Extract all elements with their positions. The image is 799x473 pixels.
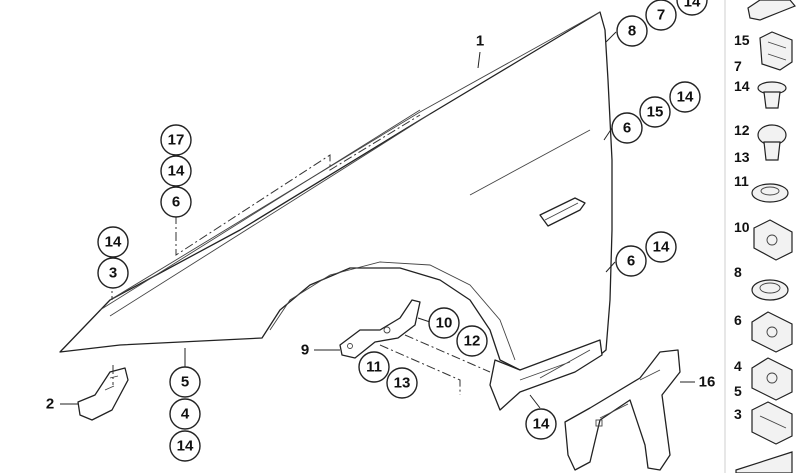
side-item-expanding-rivet[interactable]: [757, 124, 787, 161]
callout-14[interactable]: 14: [160, 155, 192, 187]
svg-text:6: 6: [623, 120, 631, 137]
svg-text:14: 14: [105, 234, 122, 251]
label-part-1: 1: [476, 33, 484, 50]
side-item-grommet-ring[interactable]: [751, 279, 789, 301]
svg-text:6: 6: [172, 194, 180, 211]
callout-14[interactable]: 14: [669, 81, 701, 113]
callout-10[interactable]: 10: [428, 307, 460, 339]
leader-lines: [60, 31, 695, 409]
label-part-2: 2: [46, 396, 54, 413]
callout-5[interactable]: 5: [169, 366, 201, 398]
front-mount-bracket[interactable]: [77, 367, 129, 421]
side-item-push-rivet[interactable]: [757, 81, 787, 109]
callout-6[interactable]: 6: [615, 245, 647, 277]
side-label-13: 13: [734, 149, 750, 165]
svg-text:4: 4: [181, 406, 190, 423]
svg-text:12: 12: [464, 333, 481, 350]
svg-text:8: 8: [628, 23, 636, 40]
plain-labels: 1 2 9 16: [46, 33, 716, 413]
label-part-16: 16: [699, 374, 716, 391]
fender-panel[interactable]: [59, 11, 613, 411]
side-label-14: 14: [734, 78, 750, 94]
svg-text:14: 14: [677, 89, 694, 106]
side-item-clip-nut[interactable]: [759, 31, 793, 71]
callout-6[interactable]: 6: [611, 112, 643, 144]
svg-text:5: 5: [181, 374, 189, 391]
svg-text:3: 3: [109, 265, 117, 282]
support-bracket[interactable]: [564, 349, 681, 471]
side-item-clip[interactable]: [747, 0, 796, 21]
side-label-4: 4: [734, 358, 742, 374]
svg-text:14: 14: [533, 416, 550, 433]
callout-7[interactable]: 7: [645, 0, 677, 31]
fender-moulding-strip[interactable]: [99, 109, 431, 317]
side-item-mounting-pad[interactable]: [751, 311, 793, 353]
side-label-12: 12: [734, 122, 750, 138]
svg-text:14: 14: [653, 239, 670, 256]
side-item-gasket[interactable]: [751, 401, 793, 445]
svg-text:11: 11: [366, 359, 382, 376]
svg-text:14: 14: [177, 438, 194, 455]
callout-6[interactable]: 6: [160, 186, 192, 218]
callout-17[interactable]: 17: [160, 124, 192, 156]
side-label-15: 15: [734, 32, 750, 48]
svg-text:15: 15: [647, 104, 664, 121]
side-label-11: 11: [734, 173, 749, 189]
side-item-wedge[interactable]: [735, 451, 793, 473]
side-label-5: 5: [734, 383, 742, 399]
side-label-6: 6: [734, 312, 742, 328]
side-item-grommet[interactable]: [751, 183, 789, 203]
svg-text:14: 14: [168, 163, 185, 180]
callout-14[interactable]: 14: [645, 231, 677, 263]
svg-text:6: 6: [627, 253, 635, 270]
callout-13[interactable]: 13: [386, 367, 418, 399]
side-label-3: 3: [734, 406, 742, 422]
side-parts-panel: 15 7 14 12 13 11: [724, 0, 796, 473]
callout-14[interactable]: 14: [525, 408, 557, 440]
callout-8[interactable]: 8: [616, 15, 648, 47]
svg-text:7: 7: [657, 7, 665, 24]
callout-14[interactable]: 14: [169, 430, 201, 462]
callout-12[interactable]: 12: [456, 325, 488, 357]
svg-text:17: 17: [168, 132, 185, 149]
svg-text:13: 13: [394, 375, 411, 392]
label-part-9: 9: [301, 342, 309, 359]
callout-4[interactable]: 4: [169, 398, 201, 430]
callout-14[interactable]: 14: [676, 0, 708, 16]
callouts: 17 14 6 14 3 5 4 14 8 7 14 6 15 14 6 14 …: [97, 0, 708, 462]
side-label-10: 10: [734, 219, 750, 235]
side-label-8: 8: [734, 264, 742, 280]
callout-3[interactable]: 3: [97, 257, 129, 289]
callout-15[interactable]: 15: [639, 96, 671, 128]
wheel-arch-bracket[interactable]: [339, 299, 421, 359]
side-item-rubber-pad[interactable]: [753, 219, 793, 261]
side-label-7: 7: [734, 58, 742, 74]
svg-text:14: 14: [684, 0, 701, 11]
side-item-support-pad[interactable]: [751, 357, 793, 401]
callout-14[interactable]: 14: [97, 226, 129, 258]
callout-11[interactable]: 11: [358, 351, 390, 383]
svg-text:10: 10: [436, 315, 453, 332]
